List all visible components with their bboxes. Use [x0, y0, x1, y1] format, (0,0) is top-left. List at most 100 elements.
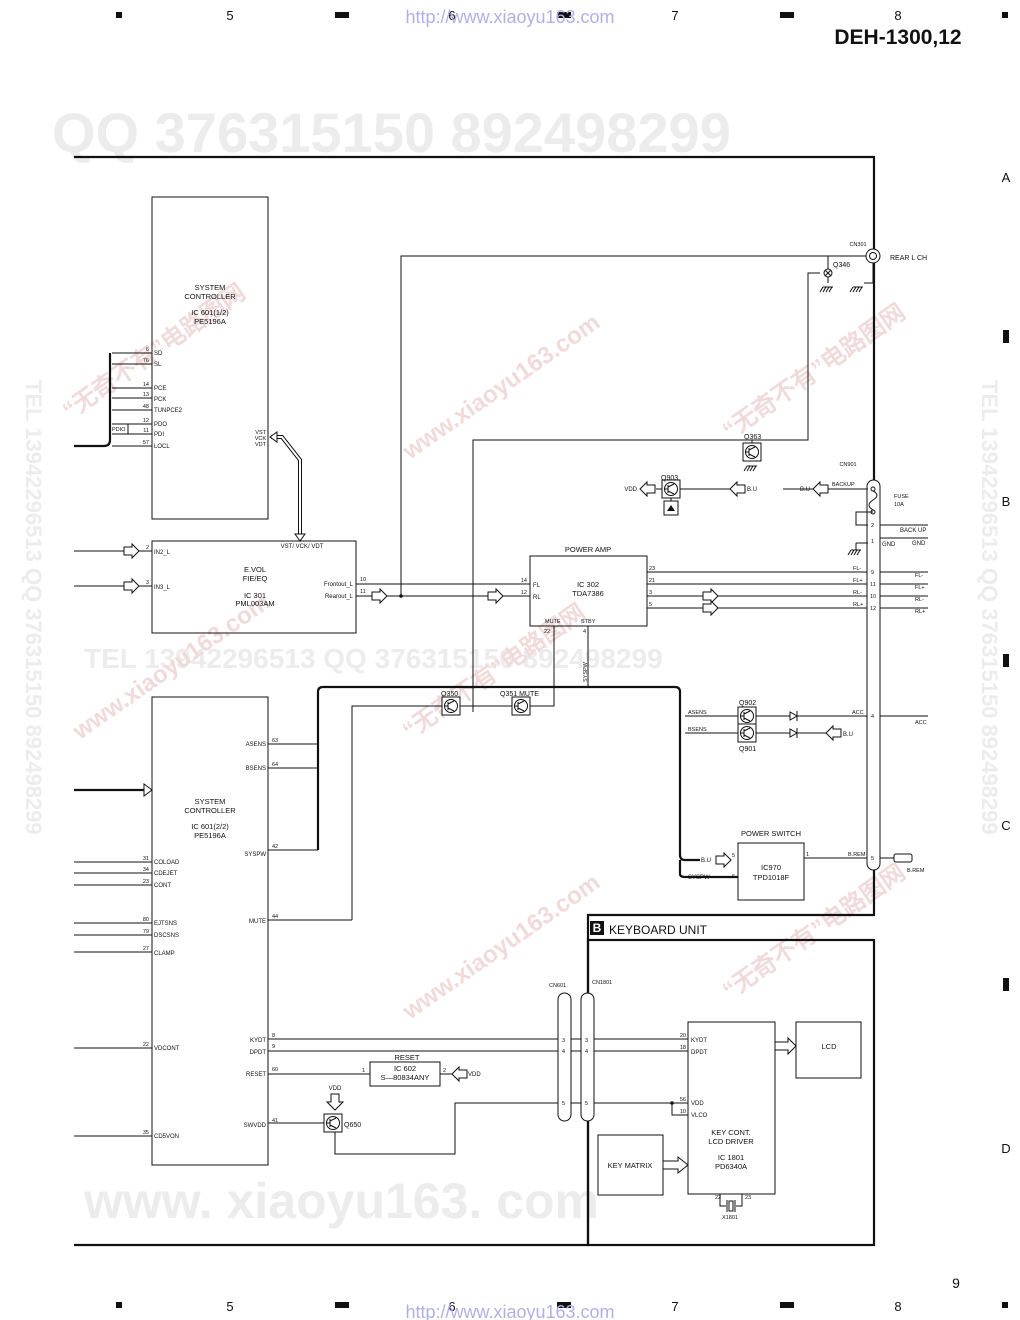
cn1801-pin-5: 5 — [585, 1101, 588, 1107]
ic302-out-21: 21 — [649, 578, 655, 584]
ic301-in3: IN3_L — [154, 585, 171, 591]
ic602-ref: IC 602 — [394, 1064, 416, 1073]
page-frame: 5 6 7 8 http://www.xiaoyu163.com DEH-130… — [116, 7, 1011, 1320]
cn901-connector: CN901 B.U BACKUP FUSE 10A GND FL- FL+ RL… — [783, 462, 928, 874]
pin-locl-num: 57 — [143, 440, 149, 446]
q902-label: Q902 — [739, 700, 756, 707]
cn601-pin-5: 5 — [562, 1101, 565, 1107]
col-label-7-bottom: 7 — [671, 1299, 678, 1314]
pin-pdi-name: PDI — [154, 432, 164, 438]
pin-vdcont-name: VDCONT — [154, 1046, 180, 1052]
ic970-bu-num: 5 — [732, 853, 735, 859]
pin-dpdt-name: DPDT — [250, 1050, 267, 1056]
cn901-net-backup: BACK UP — [900, 528, 926, 534]
cn901-pin-9: 9 — [871, 570, 874, 576]
watermark-side-right: TEL 13942296513 QQ 376315150 892498299 — [977, 380, 1002, 835]
ic1801-vdd: VDD — [691, 1101, 704, 1107]
pin-tunpce2-name: TUNPCE2 — [154, 408, 183, 414]
q902-transistor: Q902 — [737, 700, 757, 726]
row-label-b: B — [1002, 494, 1011, 509]
pdio-label: PDIO — [112, 427, 126, 433]
pin-vdt: VDT — [255, 442, 267, 448]
ic302-stby-num: 4 — [583, 629, 586, 635]
keyboard-unit-badge — [590, 921, 604, 935]
pin-coload-name: COLOAD — [154, 860, 180, 866]
ic601a-left-pins: 6 SD 76 SL 14 PCE 13 PCK 48 TUNPCE2 12 P… — [74, 347, 183, 450]
ic1801-ref: IC 1801 — [718, 1153, 744, 1162]
ic301-block: VST/ VCK/ VDT E.VOL FIE/EQ IC 301 PML003… — [74, 540, 366, 634]
ic970-title: POWER SWITCH — [741, 829, 801, 838]
cn901-gnd-inner: GND — [882, 542, 896, 548]
pin-swvdd-num: 41 — [272, 1118, 278, 1124]
cn901-pin-12: 12 — [870, 606, 876, 612]
cn901-fl-minus-inner: FL- — [853, 566, 861, 572]
watermark-bottom: www. xiaoyu163. com — [83, 1173, 599, 1229]
ic1801-pin-56: 56 — [680, 1097, 686, 1103]
q650-transistor: Q650 VDD — [268, 1086, 688, 1155]
key-matrix-label: KEY MATRIX — [608, 1161, 653, 1170]
cn901-pin-5: 5 — [871, 856, 874, 862]
q346-label: Q346 — [833, 262, 850, 269]
q903-vdd: VDD — [624, 487, 637, 493]
pin-locl-name: LOCL — [154, 444, 170, 450]
watermark-cn-stamp-4: “无奇不有”电路图网 — [717, 858, 910, 1005]
pin-mute-name: MUTE — [249, 919, 266, 925]
watermark-tel: TEL 13942296513 QQ 376315150 892498299 — [84, 643, 663, 674]
pin-dscsns-num: 79 — [143, 929, 149, 935]
ic970-bu: B.U — [701, 858, 711, 864]
ic302-ref: IC 302 — [577, 580, 599, 589]
ic302-rl-num: 12 — [521, 590, 527, 596]
col-label-5-top: 5 — [226, 8, 233, 23]
cn901-net-rl-plus: RL+ — [915, 609, 925, 615]
model-title: DEH-1300,12 — [834, 26, 961, 49]
ic301-in2: IN2_L — [154, 550, 171, 556]
ic601a-title-1: SYSTEM — [195, 283, 226, 292]
cn601-pin-4: 4 — [562, 1049, 565, 1055]
ic1801-title-2: LCD DRIVER — [708, 1137, 754, 1146]
col-label-8-top: 8 — [894, 8, 901, 23]
q350-transistor: Q350 — [441, 691, 461, 716]
cn301-connector: CN301 REAR L CH Q346 — [472, 242, 927, 712]
q903-bu: B.U — [747, 487, 757, 493]
ic302-out-23: 23 — [649, 566, 655, 572]
ic601b-title-2: CONTROLLER — [184, 806, 236, 815]
pin-reset-num: 60 — [272, 1067, 278, 1073]
pin-pce-name: PCE — [154, 386, 166, 392]
footer-url[interactable]: http://www.xiaoyu163.com — [405, 1302, 614, 1320]
ic302-title: POWER AMP — [565, 545, 611, 554]
cn601-connector: CN601 3 4 5 — [549, 983, 572, 1122]
cn901-pin-11: 11 — [870, 582, 876, 588]
ic602-part: S—80834ANY — [381, 1073, 430, 1082]
q901-label: Q901 — [739, 746, 756, 753]
ic970-out-num: 1 — [806, 852, 809, 858]
pin-clamp-name: CLAMP — [154, 951, 175, 957]
ic1801-kydt: KYDT — [691, 1038, 707, 1044]
cn901-acc-inner: ACC — [852, 710, 864, 716]
fuse-label: FUSE — [894, 494, 909, 500]
pin-vdcont-num: 22 — [143, 1042, 149, 1048]
pin-syspw-num: 42 — [272, 844, 278, 850]
q901-bu: B.U — [843, 732, 853, 738]
header-url[interactable]: http://www.xiaoyu163.com — [405, 7, 614, 27]
ic601a-title-2: CONTROLLER — [184, 292, 236, 301]
watermark-side-left: TEL 13942296513 QQ 376315150 892498299 — [21, 380, 46, 835]
row-label-c: C — [1001, 818, 1010, 833]
pin-cont-num: 23 — [143, 879, 149, 885]
pin-syspw-name: SYSPW — [244, 852, 266, 858]
q901-transistor: Q901 — [737, 723, 757, 753]
bsens-net-label: BSENS — [688, 727, 707, 733]
ic601a-part: PE5196A — [194, 317, 226, 326]
ic601a-ref: IC 601(1/2) — [191, 308, 229, 317]
watermark-qq: QQ 376315150 892498299 — [52, 101, 731, 164]
ic602-pin-1: 1 — [362, 1068, 365, 1074]
pin-mute-num: 44 — [272, 914, 278, 920]
ic970-part: TPD1018F — [753, 873, 790, 882]
cn901-fl-plus-inner: FL+ — [853, 578, 863, 584]
ic301-vbus-label: VST/ VCK/ VDT — [281, 544, 324, 550]
cn901-bu: B.U — [800, 487, 810, 493]
col-label-7-top: 7 — [671, 8, 678, 23]
pin-tunpce2-num: 48 — [143, 404, 149, 410]
ic601b-part: PE5196A — [194, 831, 226, 840]
pin-cdejet-name: CDEJET — [154, 871, 178, 877]
pin-pdo-name: PDO — [154, 422, 167, 428]
